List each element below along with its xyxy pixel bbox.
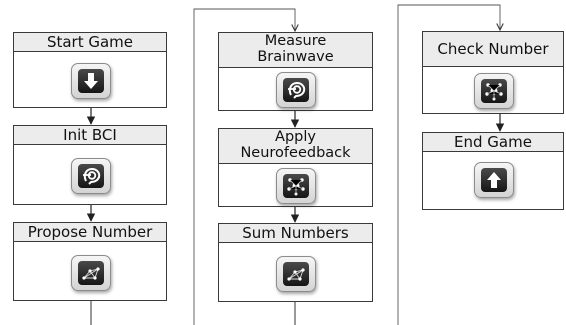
brainwave-head-icon — [276, 72, 316, 108]
node-label: Check Number — [423, 32, 563, 67]
node-propose-number: Propose Number — [13, 222, 167, 301]
link-to-check-number — [397, 4, 500, 325]
network-graph-icon — [71, 255, 111, 291]
node-label: Sum Numbers — [219, 224, 372, 243]
node-label: End Game — [423, 133, 563, 152]
node-label: Init BCI — [14, 126, 166, 145]
node-sum-numbers: Sum Numbers — [218, 223, 373, 302]
node-end-game: End Game — [422, 132, 564, 210]
link-to-measure-brainwave — [193, 8, 295, 325]
arrow-down-icon — [71, 63, 111, 99]
cluster-nodes-icon — [276, 168, 316, 204]
node-check-number: Check Number — [422, 31, 564, 114]
brainwave-head-icon — [71, 158, 111, 194]
cluster-nodes-icon — [474, 73, 514, 109]
node-init-bci: Init BCI — [13, 125, 167, 205]
node-start-game: Start Game — [13, 32, 167, 108]
arrow-up-icon — [474, 162, 514, 198]
network-graph-icon — [276, 256, 316, 292]
node-label: Propose Number — [14, 223, 166, 242]
node-label: Start Game — [14, 33, 166, 52]
